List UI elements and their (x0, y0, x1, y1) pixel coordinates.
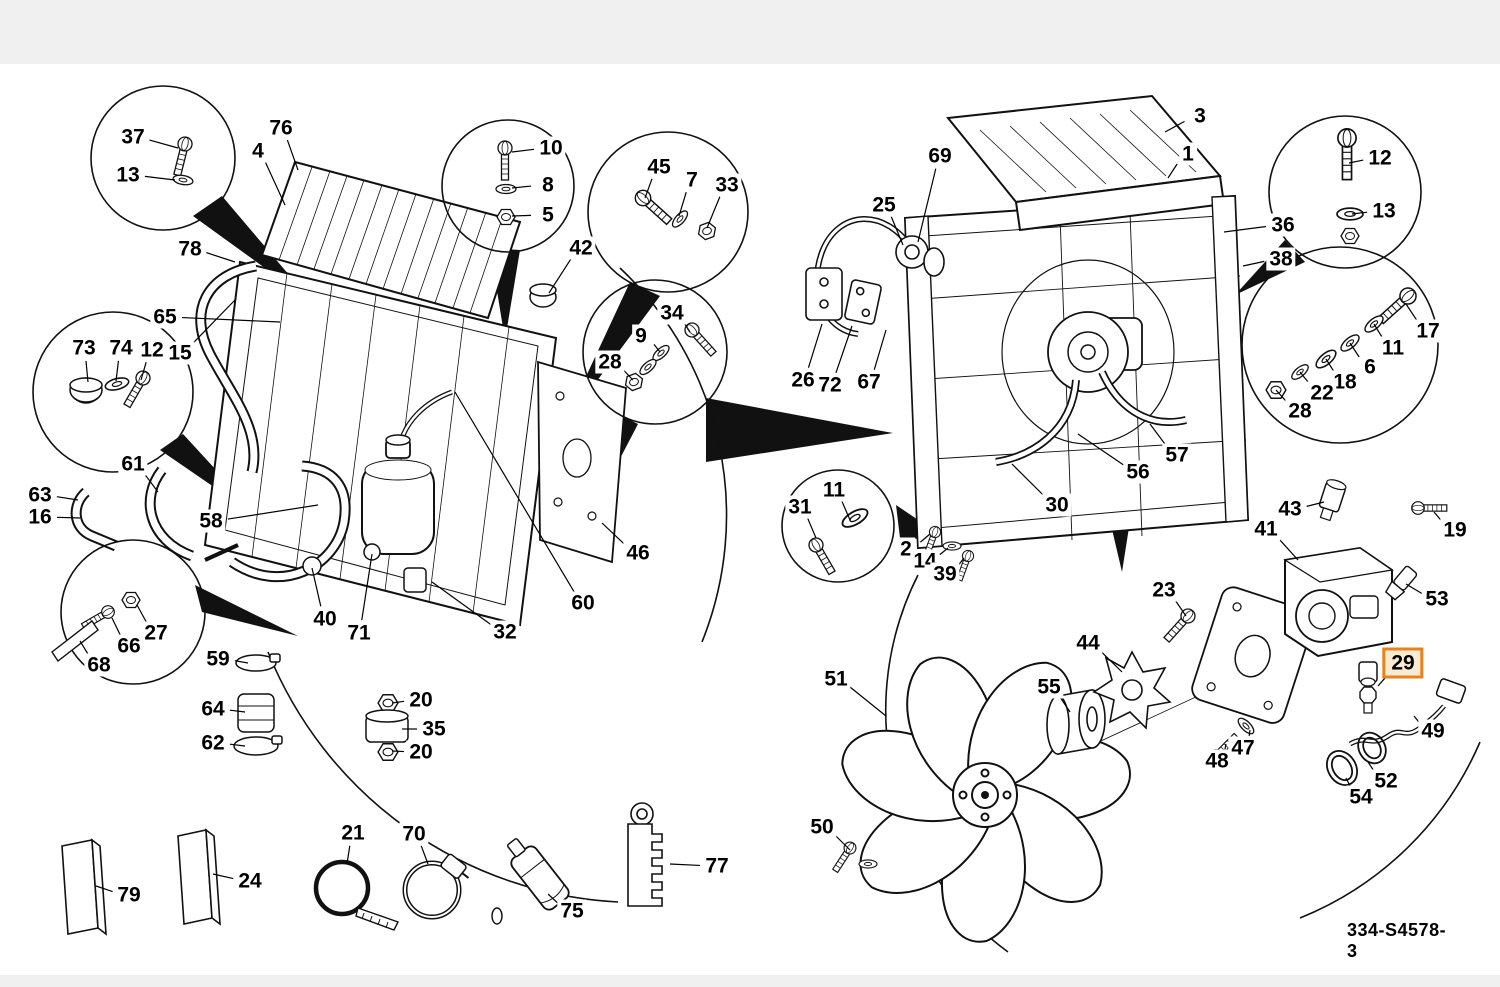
bottom-left-parts (61, 802, 663, 936)
part-callout-10[interactable]: 10 (536, 136, 566, 160)
part-callout-47[interactable]: 47 (1228, 736, 1258, 760)
part-callout-34[interactable]: 34 (657, 301, 687, 325)
part-callout-71[interactable]: 71 (344, 621, 374, 645)
part-callout-20[interactable]: 20 (406, 688, 436, 712)
part-callout-24[interactable]: 24 (235, 869, 265, 893)
part-callout-74[interactable]: 74 (106, 336, 136, 360)
part-callout-9[interactable]: 9 (632, 324, 650, 348)
part-callout-65[interactable]: 65 (150, 305, 180, 329)
top-margin-band (0, 0, 1500, 64)
part-callout-41[interactable]: 41 (1251, 517, 1281, 541)
part-callout-11[interactable]: 11 (819, 478, 849, 502)
part-callout-23[interactable]: 23 (1149, 578, 1179, 602)
part-callout-46[interactable]: 46 (623, 541, 653, 565)
part-callout-70[interactable]: 70 (399, 822, 429, 846)
part-callout-36[interactable]: 36 (1268, 213, 1298, 237)
part-callout-78[interactable]: 78 (175, 237, 205, 261)
bottom-margin-band (0, 975, 1500, 987)
part-callout-42[interactable]: 42 (566, 236, 596, 260)
part-callout-44[interactable]: 44 (1073, 631, 1103, 655)
left-assembly-drawing (70, 160, 627, 627)
part-callout-51[interactable]: 51 (821, 667, 851, 691)
part-callout-1[interactable]: 1 (1179, 142, 1197, 166)
part-callout-60[interactable]: 60 (568, 591, 598, 615)
part-callout-28[interactable]: 28 (595, 350, 625, 374)
part-callout-12[interactable]: 12 (1365, 146, 1395, 170)
part-callout-3[interactable]: 3 (1191, 104, 1209, 128)
part-callout-38[interactable]: 38 (1266, 247, 1296, 271)
part-callout-52[interactable]: 52 (1371, 769, 1401, 793)
part-callout-53[interactable]: 53 (1422, 587, 1452, 611)
part-callout-21[interactable]: 21 (338, 821, 368, 845)
part-callout-29[interactable]: 29 (1382, 647, 1424, 679)
part-callout-30[interactable]: 30 (1042, 493, 1072, 517)
part-callout-79[interactable]: 79 (114, 883, 144, 907)
part-callout-7[interactable]: 7 (683, 168, 701, 192)
part-callout-25[interactable]: 25 (869, 193, 899, 217)
part-callout-39[interactable]: 39 (930, 562, 960, 586)
left-detail-circles (32, 85, 749, 685)
drawing-number: 334-S4578-3 (1347, 920, 1447, 961)
part-callout-48[interactable]: 48 (1202, 749, 1232, 773)
part-callout-43[interactable]: 43 (1275, 497, 1305, 521)
part-callout-5[interactable]: 5 (539, 203, 557, 227)
part-callout-31[interactable]: 31 (785, 495, 815, 519)
right-assembly-drawing (781, 94, 1250, 583)
part-callout-27[interactable]: 27 (141, 621, 171, 645)
part-callout-35[interactable]: 35 (419, 717, 449, 741)
part-callout-67[interactable]: 67 (854, 370, 884, 394)
part-callout-57[interactable]: 57 (1162, 443, 1192, 467)
part-callout-19[interactable]: 19 (1440, 518, 1470, 542)
part-callout-62[interactable]: 62 (198, 731, 228, 755)
part-callout-64[interactable]: 64 (198, 697, 228, 721)
part-callout-16[interactable]: 16 (25, 505, 55, 529)
part-callout-6[interactable]: 6 (1361, 355, 1379, 379)
part-callout-13[interactable]: 13 (1369, 199, 1399, 223)
part-callout-75[interactable]: 75 (557, 899, 587, 923)
part-callout-20[interactable]: 20 (406, 740, 436, 764)
part-callout-45[interactable]: 45 (644, 155, 674, 179)
left-small-parts (233, 653, 409, 761)
part-callout-50[interactable]: 50 (807, 815, 837, 839)
part-callout-40[interactable]: 40 (310, 607, 340, 631)
left-fasteners (51, 134, 720, 663)
part-callout-68[interactable]: 68 (84, 653, 114, 677)
part-callout-72[interactable]: 72 (815, 373, 845, 397)
part-callout-4[interactable]: 4 (249, 139, 267, 163)
fan-drawing (828, 644, 1131, 951)
part-callout-26[interactable]: 26 (788, 368, 818, 392)
right-fastener-groups (1241, 115, 1448, 515)
part-callout-69[interactable]: 69 (925, 144, 955, 168)
part-callout-15[interactable]: 15 (165, 341, 195, 365)
part-callout-28[interactable]: 28 (1285, 399, 1315, 423)
part-callout-56[interactable]: 56 (1123, 460, 1153, 484)
part-callout-54[interactable]: 54 (1346, 785, 1376, 809)
part-callout-73[interactable]: 73 (69, 336, 99, 360)
part-callout-63[interactable]: 63 (25, 483, 55, 507)
part-callout-61[interactable]: 61 (118, 452, 148, 476)
part-callout-33[interactable]: 33 (712, 173, 742, 197)
part-callout-17[interactable]: 17 (1413, 319, 1443, 343)
part-callout-37[interactable]: 37 (118, 125, 148, 149)
part-callout-77[interactable]: 77 (702, 854, 732, 878)
part-callout-59[interactable]: 59 (203, 647, 233, 671)
part-callout-22[interactable]: 22 (1307, 381, 1337, 405)
part-callout-12[interactable]: 12 (137, 338, 167, 362)
part-callout-18[interactable]: 18 (1330, 370, 1360, 394)
part-callout-55[interactable]: 55 (1034, 675, 1064, 699)
part-callout-32[interactable]: 32 (490, 620, 520, 644)
part-callout-11[interactable]: 11 (1378, 336, 1408, 360)
part-callout-66[interactable]: 66 (114, 634, 144, 658)
part-callout-13[interactable]: 13 (113, 163, 143, 187)
part-callout-8[interactable]: 8 (539, 173, 557, 197)
part-callout-76[interactable]: 76 (266, 116, 296, 140)
part-callout-49[interactable]: 49 (1418, 719, 1448, 743)
part-callout-58[interactable]: 58 (196, 509, 226, 533)
